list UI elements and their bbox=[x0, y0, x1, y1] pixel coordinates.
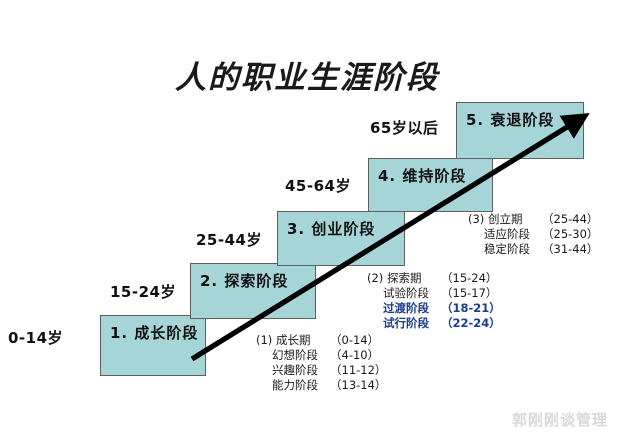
annotation-range: （25-44） bbox=[542, 212, 599, 226]
annotation-sub-row: 过渡阶段 （18-21） bbox=[367, 301, 501, 316]
annotation-sub-row: 适应阶段 （25-30） bbox=[468, 227, 598, 242]
annotation-sub-row: 试验阶段 （15-17） bbox=[367, 286, 501, 301]
watermark: 郭刚刚谈管理 bbox=[512, 411, 609, 429]
stage-box-1: 1. 成长阶段 bbox=[100, 315, 206, 376]
annotation-sub-name: 试验阶段 bbox=[383, 286, 429, 300]
age-label-stage-1: 0-14岁 bbox=[8, 329, 64, 347]
age-label-stage-2: 15-24岁 bbox=[110, 283, 176, 301]
annotation-marker: (2) 探索期 bbox=[367, 271, 422, 285]
annotation-marker: (3) 创立期 bbox=[468, 212, 523, 226]
stage-box-3: 3. 创业阶段 bbox=[277, 211, 405, 266]
annotation-heading-row: (2) 探索期 （15-24） bbox=[367, 271, 501, 286]
annotation-group-1: (1) 成长期 （0-14） 幻想阶段 （4-10） 兴趣阶段 （11-12） … bbox=[256, 333, 386, 393]
stage-label-1: 1. 成长阶段 bbox=[110, 324, 199, 342]
annotation-sub-range: （22-24） bbox=[441, 316, 501, 330]
annotation-range: （15-24） bbox=[441, 271, 498, 285]
annotation-sub-row: 幻想阶段 （4-10） bbox=[256, 348, 386, 363]
annotation-sub-name: 试行阶段 bbox=[383, 316, 429, 330]
annotation-sub-name: 过渡阶段 bbox=[383, 301, 429, 315]
annotation-group-2: (2) 探索期 （15-24） 试验阶段 （15-17） 过渡阶段 （18-21… bbox=[367, 271, 501, 331]
annotation-group-3: (3) 创立期 （25-44） 适应阶段 （25-30） 稳定阶段 （31-44… bbox=[468, 212, 598, 257]
annotation-sub-name: 能力阶段 bbox=[272, 378, 318, 392]
stage-box-2: 2. 探索阶段 bbox=[190, 263, 316, 319]
stage-label-4: 4. 维持阶段 bbox=[378, 167, 467, 185]
annotation-sub-range: （31-44） bbox=[542, 242, 599, 256]
annotation-sub-name: 兴趣阶段 bbox=[272, 363, 318, 377]
annotation-range: （0-14） bbox=[330, 333, 380, 347]
stage-box-5: 5. 衰退阶段 bbox=[456, 102, 584, 159]
annotation-sub-range: （11-12） bbox=[330, 363, 387, 377]
annotation-sub-name: 稳定阶段 bbox=[484, 242, 530, 256]
annotation-sub-row: 能力阶段 （13-14） bbox=[256, 378, 386, 393]
annotation-marker: (1) 成长期 bbox=[256, 333, 311, 347]
annotation-sub-range: （25-30） bbox=[542, 227, 599, 241]
age-label-stage-4: 45-64岁 bbox=[285, 177, 351, 195]
annotation-sub-range: （4-10） bbox=[330, 348, 380, 362]
annotation-sub-name: 适应阶段 bbox=[484, 227, 530, 241]
annotation-sub-row: 兴趣阶段 （11-12） bbox=[256, 363, 386, 378]
annotation-sub-range: （15-17） bbox=[441, 286, 498, 300]
age-label-stage-3: 25-44岁 bbox=[196, 231, 262, 249]
age-label-stage-5: 65岁以后 bbox=[370, 119, 439, 137]
stage-label-2: 2. 探索阶段 bbox=[200, 272, 289, 290]
annotation-sub-range: （13-14） bbox=[330, 378, 387, 392]
annotation-heading-row: (3) 创立期 （25-44） bbox=[468, 212, 598, 227]
stage-box-4: 4. 维持阶段 bbox=[368, 158, 493, 212]
annotation-sub-row: 试行阶段 （22-24） bbox=[367, 316, 501, 331]
stage-label-5: 5. 衰退阶段 bbox=[466, 111, 555, 129]
stage-label-3: 3. 创业阶段 bbox=[287, 220, 376, 238]
annotation-sub-name: 幻想阶段 bbox=[272, 348, 318, 362]
annotation-sub-range: （18-21） bbox=[441, 301, 501, 315]
annotation-sub-row: 稳定阶段 （31-44） bbox=[468, 242, 598, 257]
annotation-heading-row: (1) 成长期 （0-14） bbox=[256, 333, 386, 348]
page-title: 人的职业生涯阶段 bbox=[175, 60, 439, 96]
